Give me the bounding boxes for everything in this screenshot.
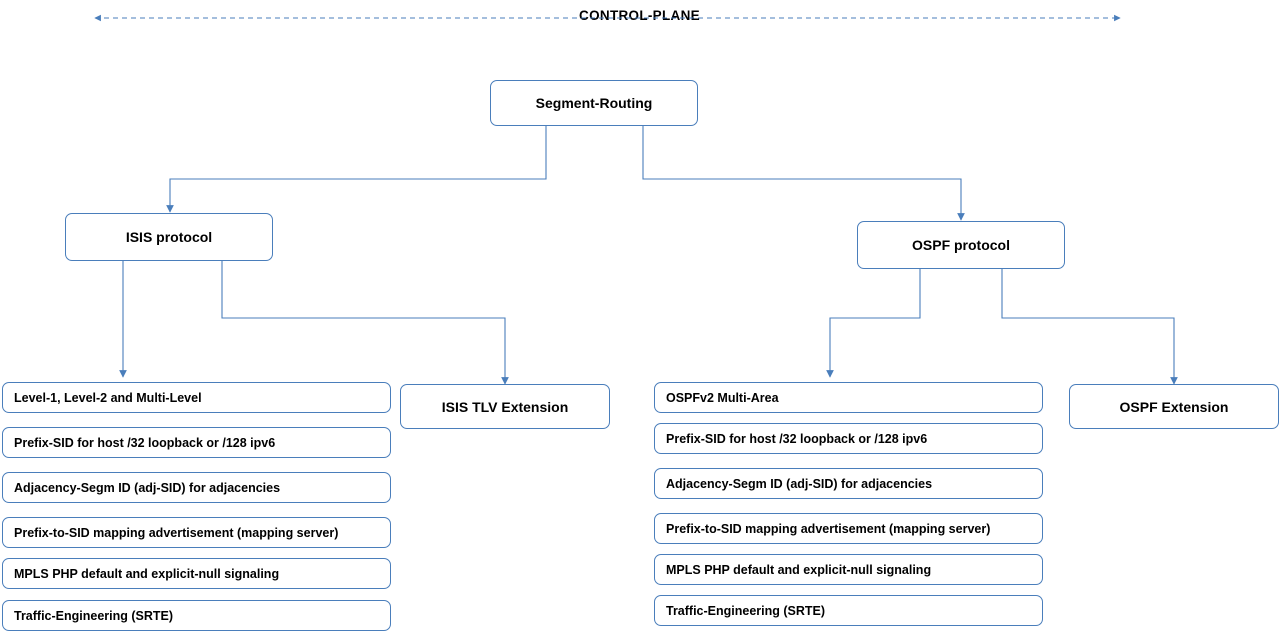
ospf-feature-label: MPLS PHP default and explicit-null signa… (666, 562, 932, 577)
isis-feature-item[interactable]: Prefix-SID for host /32 loopback or /128… (2, 427, 391, 458)
ospf-feature-label: OSPFv2 Multi-Area (666, 390, 779, 405)
isis-feature-label: Adjacency-Segm ID (adj-SID) for adjacenc… (14, 480, 281, 495)
node-label: OSPF Extension (1119, 398, 1229, 415)
ospf-feature-item[interactable]: MPLS PHP default and explicit-null signa… (654, 554, 1043, 585)
isis-feature-label: Traffic-Engineering (SRTE) (14, 608, 174, 623)
ospf-feature-item[interactable]: Adjacency-Segm ID (adj-SID) for adjacenc… (654, 468, 1043, 499)
ospf-feature-item[interactable]: OSPFv2 Multi-Area (654, 382, 1043, 413)
node-label: ISIS protocol (125, 229, 213, 245)
ospf-feature-item[interactable]: Traffic-Engineering (SRTE) (654, 595, 1043, 626)
node-ospf-protocol[interactable]: OSPF protocol (857, 221, 1065, 269)
node-isis-tlv-extension[interactable]: ISIS TLV Extension (400, 384, 610, 429)
node-ospf-extension[interactable]: OSPF Extension (1069, 384, 1279, 429)
isis-feature-item[interactable]: Level-1, Level-2 and Multi-Level (2, 382, 391, 413)
ospf-feature-label: Adjacency-Segm ID (adj-SID) for adjacenc… (666, 476, 933, 491)
ospf-feature-label: Prefix-to-SID mapping advertisement (map… (666, 521, 991, 536)
diagram-title: CONTROL-PLANE (579, 8, 700, 23)
node-label: OSPF protocol (912, 237, 1010, 253)
node-label: ISIS TLV Extension (441, 398, 569, 415)
isis-feature-label: Level-1, Level-2 and Multi-Level (14, 390, 202, 405)
isis-feature-item[interactable]: Adjacency-Segm ID (adj-SID) for adjacenc… (2, 472, 391, 503)
isis-feature-item[interactable]: Traffic-Engineering (SRTE) (2, 600, 391, 631)
ospf-feature-item[interactable]: Prefix-to-SID mapping advertisement (map… (654, 513, 1043, 544)
node-segment-routing[interactable]: Segment-Routing (490, 80, 698, 126)
isis-feature-label: Prefix-SID for host /32 loopback or /128… (14, 435, 276, 450)
ospf-feature-label: Traffic-Engineering (SRTE) (666, 603, 826, 618)
ospf-feature-item[interactable]: Prefix-SID for host /32 loopback or /128… (654, 423, 1043, 454)
isis-feature-item[interactable]: MPLS PHP default and explicit-null signa… (2, 558, 391, 589)
node-label: Segment-Routing (535, 95, 653, 111)
ospf-feature-label: Prefix-SID for host /32 loopback or /128… (666, 431, 928, 446)
node-isis-protocol[interactable]: ISIS protocol (65, 213, 273, 261)
isis-feature-label: Prefix-to-SID mapping advertisement (map… (14, 525, 339, 540)
isis-feature-item[interactable]: Prefix-to-SID mapping advertisement (map… (2, 517, 391, 548)
isis-feature-label: MPLS PHP default and explicit-null signa… (14, 566, 280, 581)
